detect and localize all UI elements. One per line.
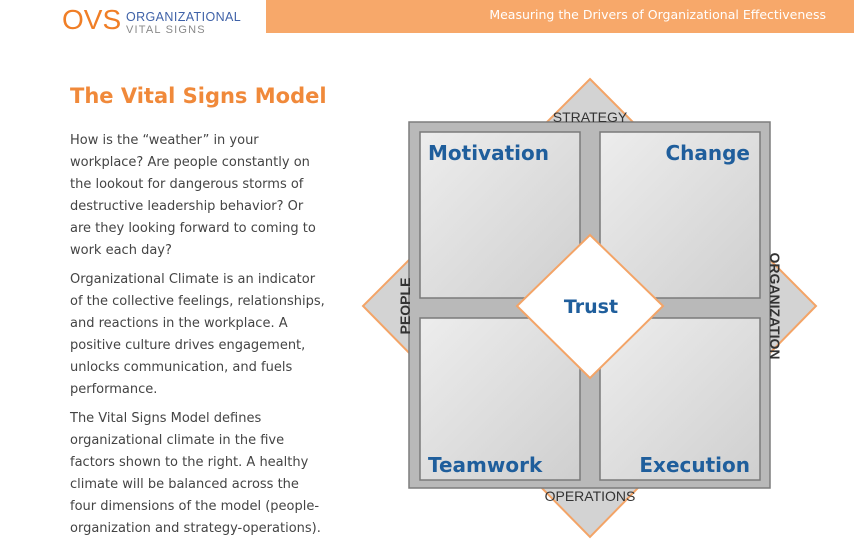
- dimension-strategy: STRATEGY: [553, 109, 628, 125]
- brand-name-line1: ORGANIZATIONAL: [126, 10, 242, 24]
- text-line: positive culture drives engagement,: [70, 338, 306, 353]
- label-teamwork: Teamwork: [428, 453, 543, 477]
- dimension-operations: OPERATIONS: [545, 488, 636, 504]
- paragraph-model: The Vital Signs Model defines organizati…: [70, 408, 340, 540]
- tagline-text: Measuring the Drivers of Organizational …: [489, 7, 826, 22]
- text-line: performance.: [70, 382, 158, 397]
- text-line: workplace? Are people constantly on: [70, 155, 310, 170]
- body-copy: How is the “weather” in your workplace? …: [70, 130, 340, 547]
- label-change: Change: [665, 141, 750, 165]
- quadrant-execution: [599, 317, 761, 481]
- text-line: and reactions in the workplace. A: [70, 316, 288, 331]
- text-line: The Vital Signs Model defines: [70, 411, 262, 426]
- quadrant-teamwork: [419, 317, 581, 481]
- text-line: Organizational Climate is an indicator: [70, 272, 316, 287]
- text-line: are they looking forward to coming to: [70, 221, 316, 236]
- label-trust: Trust: [564, 296, 618, 318]
- dimension-people: PEOPLE: [397, 278, 413, 335]
- paragraph-weather: How is the “weather” in your workplace? …: [70, 130, 340, 262]
- text-line: organization and strategy-operations).: [70, 521, 321, 536]
- label-execution: Execution: [639, 453, 750, 477]
- text-line: factors shown to the right. A healthy: [70, 455, 309, 470]
- label-motivation: Motivation: [428, 141, 549, 165]
- text-line: four dimensions of the model (people-: [70, 499, 320, 514]
- page-title: The Vital Signs Model: [70, 84, 327, 108]
- brand-abbreviation: OVS: [62, 4, 122, 35]
- text-line: climate will be balanced across the: [70, 477, 299, 492]
- text-line: destructive leadership behavior? Or: [70, 199, 304, 214]
- text-line: organizational climate in the five: [70, 433, 285, 448]
- text-line: the lookout for dangerous storms of: [70, 177, 304, 192]
- paragraph-climate: Organizational Climate is an indicator o…: [70, 269, 340, 401]
- text-line: of the collective feelings, relationship…: [70, 294, 325, 309]
- text-line: How is the “weather” in your: [70, 133, 259, 148]
- trust-diamond: [515, 233, 665, 380]
- text-line: unlocks communication, and fuels: [70, 360, 293, 375]
- tagline-bar: Measuring the Drivers of Organizational …: [266, 0, 854, 33]
- dimension-organization: ORGANIZATION: [767, 252, 783, 359]
- brand-name-line2: VITAL SIGNS: [126, 24, 206, 36]
- text-line: work each day?: [70, 243, 172, 258]
